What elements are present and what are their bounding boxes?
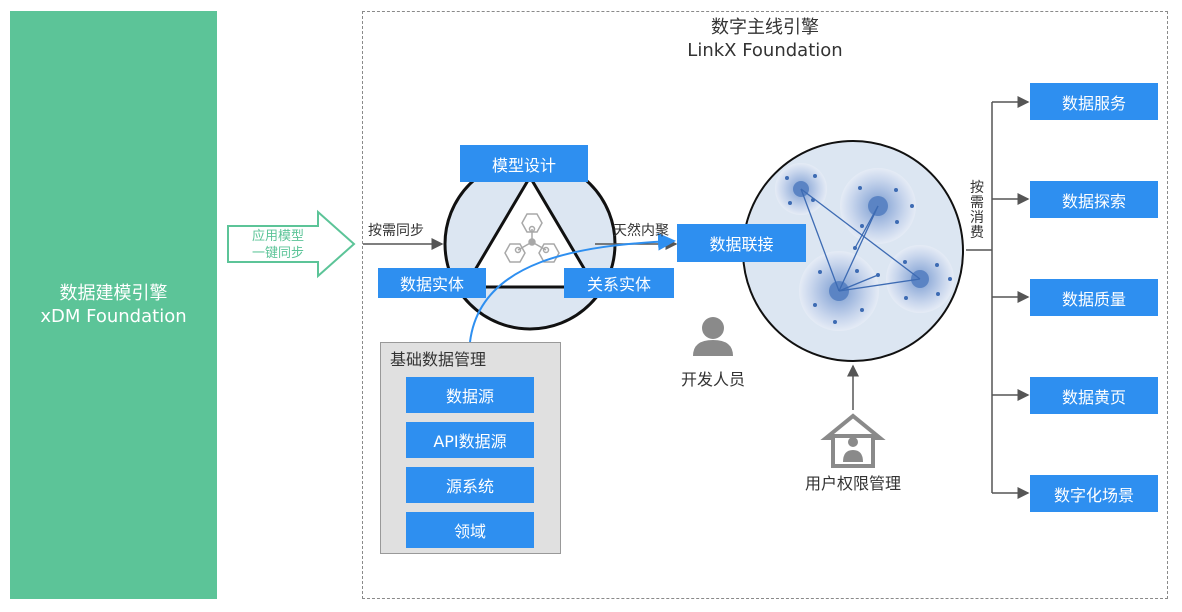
service-box-data-quality: 数据质量: [1030, 279, 1158, 316]
basic-data-item: 领域: [406, 512, 534, 548]
data-entity-box: 数据实体: [378, 268, 486, 298]
basic-data-item: API数据源: [406, 422, 534, 458]
basic-data-title: 基础数据管理: [390, 350, 487, 369]
model-design-box: 模型设计: [460, 145, 588, 182]
service-box-data-service: 数据服务: [1030, 83, 1158, 120]
graph-network-icon: [775, 163, 954, 331]
developer-label: 开发人员: [680, 370, 745, 389]
developer-person-icon: [693, 317, 733, 356]
service-box-data-explore: 数据探索: [1030, 181, 1158, 218]
service-box-digital-scenario: 数字化场景: [1030, 475, 1158, 512]
cohesion-label: 天然内聚: [613, 223, 669, 239]
data-federation-box: 数据联接: [677, 224, 806, 262]
sync-arrow-icon: [227, 209, 356, 279]
sync-arrow-label-line1: 应用模型: [251, 229, 304, 244]
xdm-subtitle: xDM Foundation: [40, 306, 187, 327]
xdm-foundation-block: 数据建模引擎 xDM Foundation: [10, 11, 217, 599]
relation-entity-box: 关系实体: [564, 268, 674, 298]
service-box-data-yellowpage: 数据黄页: [1030, 377, 1158, 414]
linkx-title: 数字主线引擎 LinkX Foundation: [600, 16, 930, 62]
user-permission-label: 用户权限管理: [804, 474, 901, 493]
sync-on-demand-label: 按需同步: [368, 223, 424, 239]
basic-data-item: 源系统: [406, 467, 534, 503]
sync-arrow-label: 应用模型 一键同步: [236, 228, 320, 262]
basic-data-item: 数据源: [406, 377, 534, 413]
linkx-title-en: LinkX Foundation: [687, 40, 843, 61]
house-icon: [820, 413, 886, 468]
sync-arrow-label-line2: 一键同步: [251, 246, 304, 261]
consume-on-demand-label: 按需消费: [970, 180, 984, 241]
consume-bracket: [966, 102, 993, 493]
basic-data-curve: [469, 232, 676, 343]
xdm-title: 数据建模引擎: [59, 283, 168, 304]
linkx-title-cn: 数字主线引擎: [711, 17, 819, 38]
linkx-frame: [362, 11, 1168, 599]
